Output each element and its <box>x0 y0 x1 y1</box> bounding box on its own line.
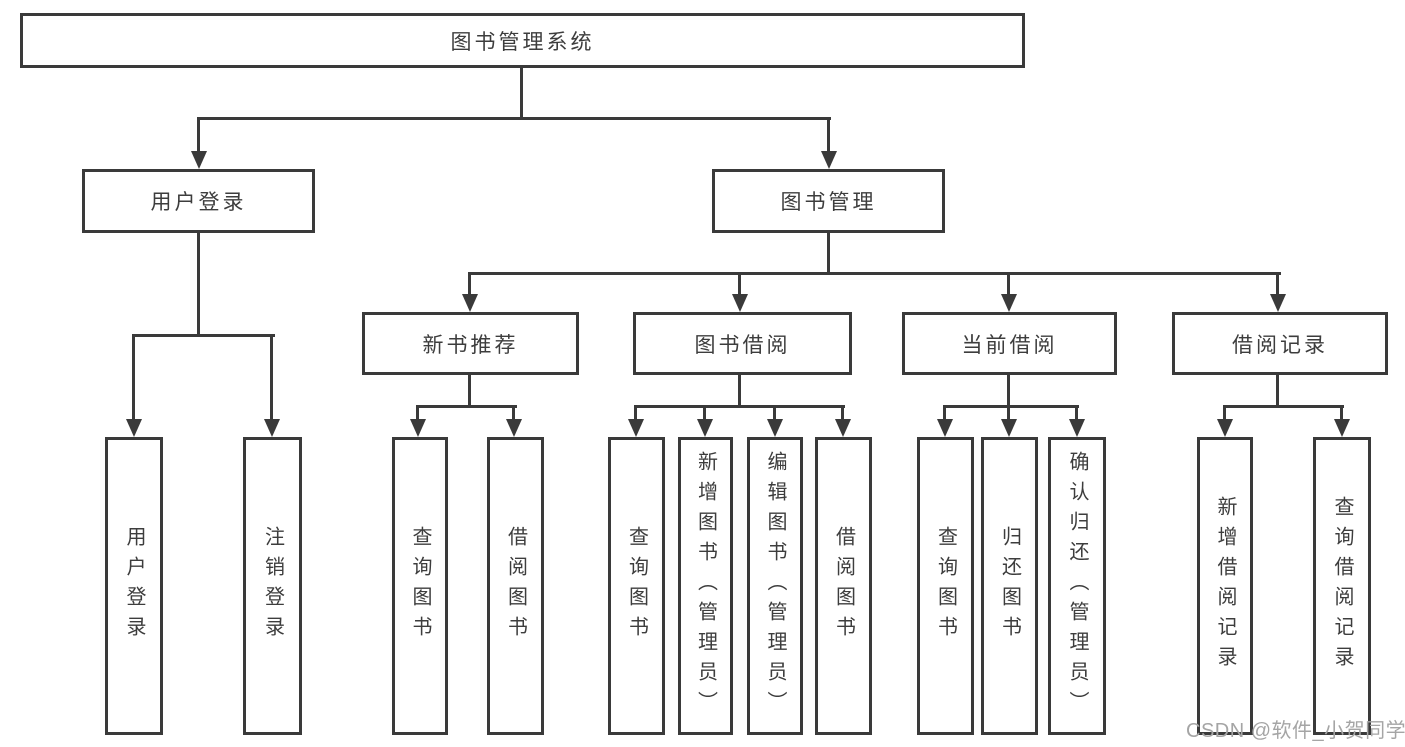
leaf-query-books-newbooks: 查询图书 <box>392 437 448 735</box>
connector-user-login-rail <box>132 334 275 337</box>
node-book-borrow: 图书借阅 <box>633 312 852 375</box>
connector-leaf <box>943 405 946 421</box>
arrowhead-icon <box>732 294 748 312</box>
arrowhead-icon <box>410 419 426 437</box>
connector-level3-rail <box>468 272 1281 275</box>
connector-to-current <box>1007 272 1010 296</box>
arrowhead-icon <box>1069 419 1085 437</box>
arrowhead-icon <box>1334 419 1350 437</box>
connector-leaf <box>841 405 844 421</box>
arrowhead-icon <box>191 151 207 169</box>
arrowhead-icon <box>1001 294 1017 312</box>
arrowhead-icon <box>835 419 851 437</box>
connector-leaf <box>416 405 419 421</box>
connector-leaf <box>1007 405 1010 421</box>
node-current-borrow-label: 当前借阅 <box>961 333 1058 357</box>
connector-level2-rail <box>197 117 831 120</box>
arrowhead-icon <box>937 419 953 437</box>
node-new-books-label: 新书推荐 <box>422 333 519 357</box>
node-book-mgmt-label: 图书管理 <box>780 191 877 214</box>
node-root-label: 图书管理系统 <box>450 30 595 54</box>
arrowhead-icon <box>462 294 478 312</box>
leaf-edit-books-admin: 编辑图书（管理员） <box>747 437 803 735</box>
node-borrow-records-label: 借阅记录 <box>1232 333 1328 357</box>
leaf-query-books-borrow: 查询图书 <box>608 437 665 735</box>
connector-current-stem <box>1007 375 1010 408</box>
arrowhead-icon <box>767 419 783 437</box>
connector-user-login-stem <box>197 233 200 337</box>
arrowhead-icon <box>821 151 837 169</box>
leaf-add-borrow-record: 新增借阅记录 <box>1197 437 1253 735</box>
leaf-logout: 注销登录 <box>243 437 302 735</box>
arrowhead-icon <box>1270 294 1286 312</box>
arrowhead-icon <box>1001 419 1017 437</box>
node-root: 图书管理系统 <box>20 13 1025 68</box>
connector-borrow-stem <box>738 375 741 408</box>
connector-root-stem <box>520 68 523 118</box>
node-book-borrow-label: 图书借阅 <box>694 333 791 357</box>
csdn-watermark: CSDN @软件_小贺同学 <box>1186 720 1405 742</box>
connector-to-records <box>1276 272 1279 296</box>
node-current-borrow: 当前借阅 <box>902 312 1117 375</box>
connector-current-rail <box>943 405 1079 408</box>
leaf-borrow-books-newbooks: 借阅图书 <box>487 437 544 735</box>
leaf-borrow-books: 借阅图书 <box>815 437 872 735</box>
leaf-add-books-admin: 新增图书（管理员） <box>678 437 733 735</box>
connector-leaf <box>634 405 637 421</box>
connector-new-books-stem <box>468 375 471 408</box>
connector-leaf <box>1223 405 1226 421</box>
node-book-mgmt: 图书管理 <box>712 169 945 233</box>
leaf-return-books: 归还图书 <box>981 437 1038 735</box>
connector-to-leaf-login <box>132 334 135 421</box>
arrowhead-icon <box>506 419 522 437</box>
connector-leaf <box>703 405 706 421</box>
arrowhead-icon <box>126 419 142 437</box>
connector-to-borrow <box>738 272 741 296</box>
leaf-query-borrow-record: 查询借阅记录 <box>1313 437 1371 735</box>
connector-to-new-books <box>468 272 471 296</box>
arrowhead-icon <box>697 419 713 437</box>
connector-leaf <box>773 405 776 421</box>
connector-leaf <box>1075 405 1078 421</box>
connector-leaf <box>1340 405 1343 421</box>
node-user-login-label: 用户登录 <box>150 191 247 214</box>
arrowhead-icon <box>628 419 644 437</box>
connector-records-rail <box>1223 405 1344 408</box>
leaf-user-login: 用户登录 <box>105 437 163 735</box>
connector-new-books-rail <box>416 405 517 408</box>
connector-records-stem <box>1276 375 1279 408</box>
connector-to-user-login <box>197 117 200 153</box>
leaf-query-books-current: 查询图书 <box>917 437 974 735</box>
connector-book-mgmt-stem <box>827 233 830 274</box>
connector-borrow-rail <box>634 405 845 408</box>
arrowhead-icon <box>264 419 280 437</box>
node-new-books: 新书推荐 <box>362 312 579 375</box>
arrowhead-icon <box>1217 419 1233 437</box>
connector-to-leaf-logout <box>270 334 273 421</box>
node-user-login: 用户登录 <box>82 169 315 233</box>
connector-leaf <box>512 405 515 421</box>
node-borrow-records: 借阅记录 <box>1172 312 1388 375</box>
connector-to-book-mgmt <box>827 117 830 153</box>
leaf-confirm-return-admin: 确认归还（管理员） <box>1048 437 1106 735</box>
